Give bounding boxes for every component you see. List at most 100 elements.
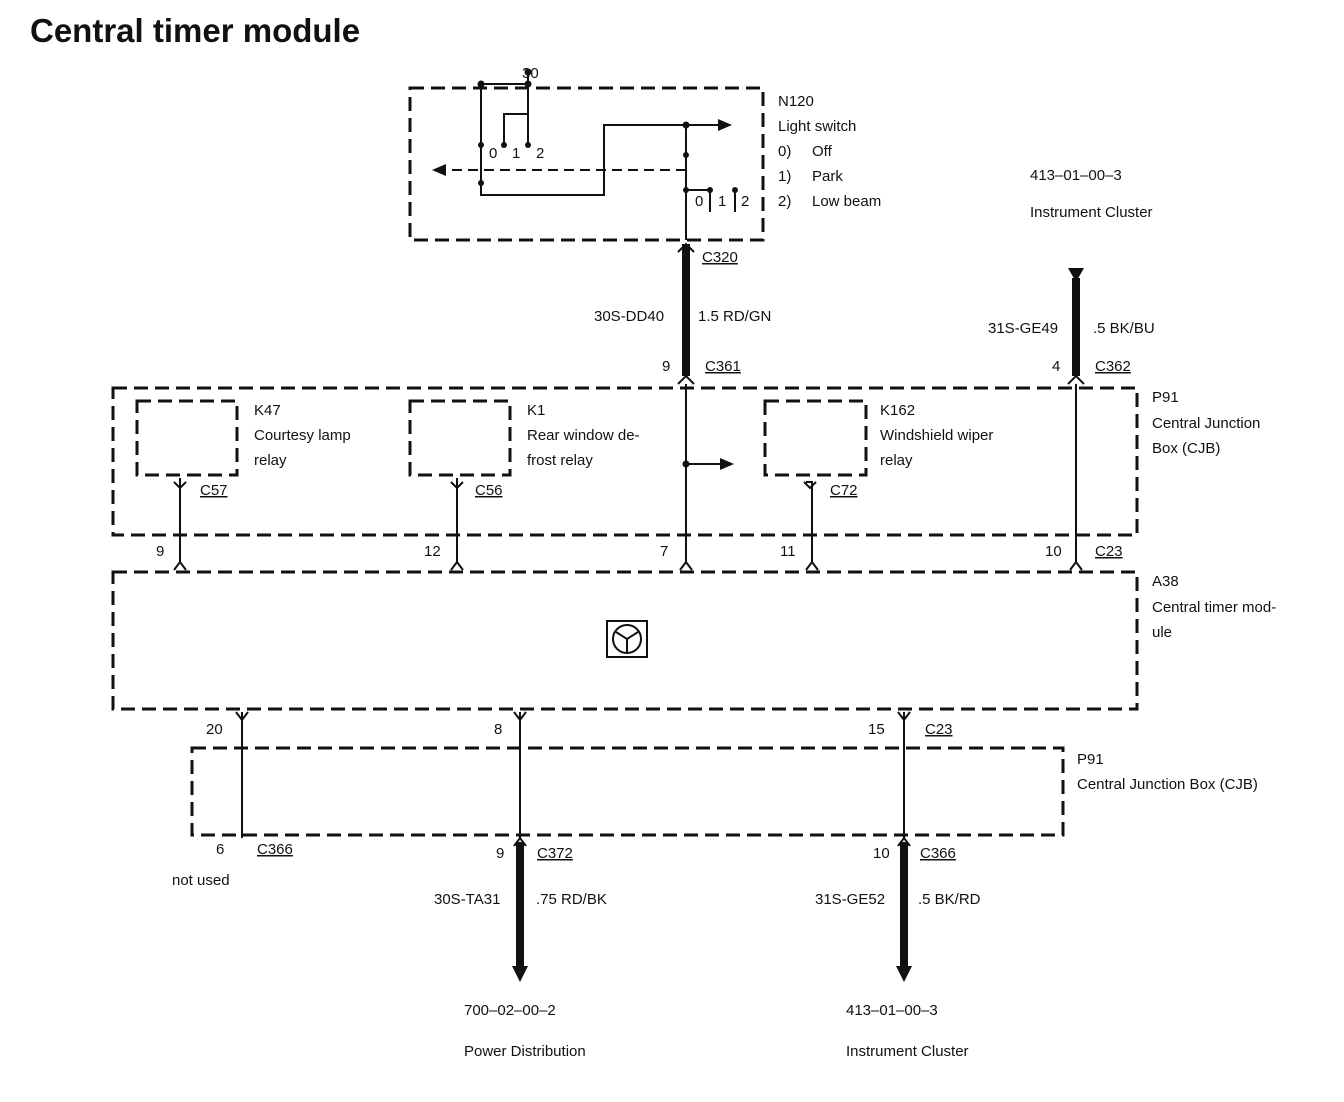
relay-id: K162 bbox=[880, 402, 915, 419]
connector-label: C57 bbox=[200, 482, 228, 499]
light-switch-name: Light switch bbox=[778, 118, 856, 135]
junction-dot bbox=[477, 80, 485, 88]
contact-dot bbox=[525, 142, 531, 148]
connector-label: C366 bbox=[920, 845, 956, 862]
pin-label: 6 bbox=[216, 841, 224, 858]
relay-name-line2: relay bbox=[880, 452, 913, 469]
pin-label: 10 bbox=[1045, 543, 1062, 560]
ref-code: 700–02–00–2 bbox=[464, 1002, 556, 1019]
position-num: 2) bbox=[778, 193, 791, 210]
cjb-top: P91 Central Junction Box (CJB) K47 Court… bbox=[111, 384, 1260, 562]
contact-dot bbox=[732, 187, 738, 193]
wire-spec-label: .5 BK/BU bbox=[1093, 320, 1155, 337]
pin-label: 10 bbox=[873, 845, 890, 862]
relay-name-line2: frost relay bbox=[527, 452, 593, 469]
connector-label: C23 bbox=[925, 721, 953, 738]
cjb-top-box bbox=[111, 386, 1139, 537]
contact-label: 1 bbox=[718, 193, 726, 210]
contact-dot bbox=[501, 142, 507, 148]
contact-dot bbox=[478, 180, 484, 186]
position-num: 1) bbox=[778, 168, 791, 185]
ref-name: Power Distribution bbox=[464, 1043, 586, 1060]
connector-label: C23 bbox=[1095, 543, 1123, 560]
connector-label: C372 bbox=[537, 845, 573, 862]
contact-label: 0 bbox=[695, 193, 703, 210]
connector-label: C366 bbox=[257, 841, 293, 858]
contact-label: 2 bbox=[536, 145, 544, 162]
contact-dot bbox=[478, 142, 484, 148]
terminal-30-label: 30 bbox=[522, 65, 539, 82]
cjb-bottom: P91 Central Junction Box (CJB) bbox=[190, 746, 1258, 837]
pin-label: 7 bbox=[660, 543, 668, 560]
module-name-line1: Central timer mod- bbox=[1152, 599, 1276, 616]
pin-label: 8 bbox=[494, 721, 502, 738]
central-timer-module: A38 Central timer mod- ule bbox=[111, 570, 1276, 711]
arrow-down-icon bbox=[512, 966, 528, 982]
circuit-label: 31S-GE49 bbox=[988, 320, 1058, 337]
relay-name-line1: Rear window de- bbox=[527, 427, 640, 444]
contact-dot bbox=[683, 152, 689, 158]
contact-label: 2 bbox=[741, 193, 749, 210]
contact-label: 0 bbox=[489, 145, 497, 162]
ref-code: 413–01–00–3 bbox=[1030, 167, 1122, 184]
pin-label: 9 bbox=[662, 358, 670, 375]
connector-label: C320 bbox=[702, 249, 738, 266]
relay-name-line1: Windshield wiper bbox=[880, 427, 993, 444]
ref-code: 413–01–00–3 bbox=[846, 1002, 938, 1019]
relay-box-k162 bbox=[763, 399, 868, 477]
pin-label: 12 bbox=[424, 543, 441, 560]
pin-label: 20 bbox=[206, 721, 223, 738]
arrow-right-icon bbox=[718, 119, 732, 131]
switch-wire-top bbox=[481, 83, 529, 145]
junction-dot bbox=[682, 121, 690, 129]
pin-label: 9 bbox=[156, 543, 164, 560]
relay-name-line2: relay bbox=[254, 452, 287, 469]
module-pins-top: 9 12 7 11 10 C23 bbox=[156, 543, 1123, 571]
instrument-cluster-feed: 413–01–00–3 Instrument Cluster 31S-GE49 … bbox=[988, 167, 1155, 385]
relay-box-k1 bbox=[408, 399, 512, 477]
position-label: Park bbox=[812, 168, 843, 185]
circuit-label: 31S-GE52 bbox=[815, 891, 885, 908]
pin-label: 15 bbox=[868, 721, 885, 738]
module-box bbox=[111, 570, 1139, 711]
relay-box-k47 bbox=[135, 399, 239, 477]
ref-name: Instrument Cluster bbox=[846, 1043, 969, 1060]
ref-name: Instrument Cluster bbox=[1030, 204, 1153, 221]
connector-label: C56 bbox=[475, 482, 503, 499]
output-instrument-cluster: 10 C366 31S-GE52 .5 BK/RD 413–01–00–3 In… bbox=[815, 836, 981, 1060]
position-num: 0) bbox=[778, 143, 791, 160]
output-not-used: 6 C366 not used bbox=[172, 841, 293, 889]
light-switch-id: N120 bbox=[778, 93, 814, 110]
relay-id: K1 bbox=[527, 402, 545, 419]
relay-name-line1: Courtesy lamp bbox=[254, 427, 351, 444]
cjb-bottom-box bbox=[190, 746, 1065, 837]
relay-id: K47 bbox=[254, 402, 281, 419]
module-pins-bottom: 20 8 15 C23 bbox=[206, 711, 953, 838]
module-name-line2: ule bbox=[1152, 624, 1172, 641]
light-switch: 30 0 1 2 0 1 2 N120 Light switch 0) Off … bbox=[408, 65, 881, 242]
cjb-name: Central Junction Box (CJB) bbox=[1077, 776, 1258, 793]
connector-label: C72 bbox=[830, 482, 858, 499]
pin-label: 9 bbox=[496, 845, 504, 862]
output-power-distribution: 9 C372 30S-TA31 .75 RD/BK 700–02–00–2 Po… bbox=[434, 836, 607, 1060]
light-switch-box bbox=[408, 86, 765, 242]
junction-dot bbox=[524, 80, 532, 88]
switch-wire-main bbox=[480, 84, 687, 240]
cjb-id: P91 bbox=[1077, 751, 1104, 768]
pin-label: 4 bbox=[1052, 358, 1060, 375]
connector-label: C362 bbox=[1095, 358, 1131, 375]
cjb-id: P91 bbox=[1152, 389, 1179, 406]
wire-spec-label: .5 BK/RD bbox=[918, 891, 981, 908]
steering-wheel-icon bbox=[606, 620, 648, 658]
arrow-left-icon bbox=[432, 164, 446, 176]
position-label: Off bbox=[812, 143, 833, 160]
pin-label: 11 bbox=[780, 543, 796, 560]
position-label: Low beam bbox=[812, 193, 881, 210]
contact-label: 1 bbox=[512, 145, 520, 162]
wire-spec-label: .75 RD/BK bbox=[536, 891, 607, 908]
connector-label: C361 bbox=[705, 358, 741, 375]
cjb-name-line2: Box (CJB) bbox=[1152, 440, 1220, 457]
output-note: not used bbox=[172, 872, 230, 889]
feed-wire-c320: C320 30S-DD40 1.5 RD/GN 9 C361 bbox=[594, 242, 771, 385]
